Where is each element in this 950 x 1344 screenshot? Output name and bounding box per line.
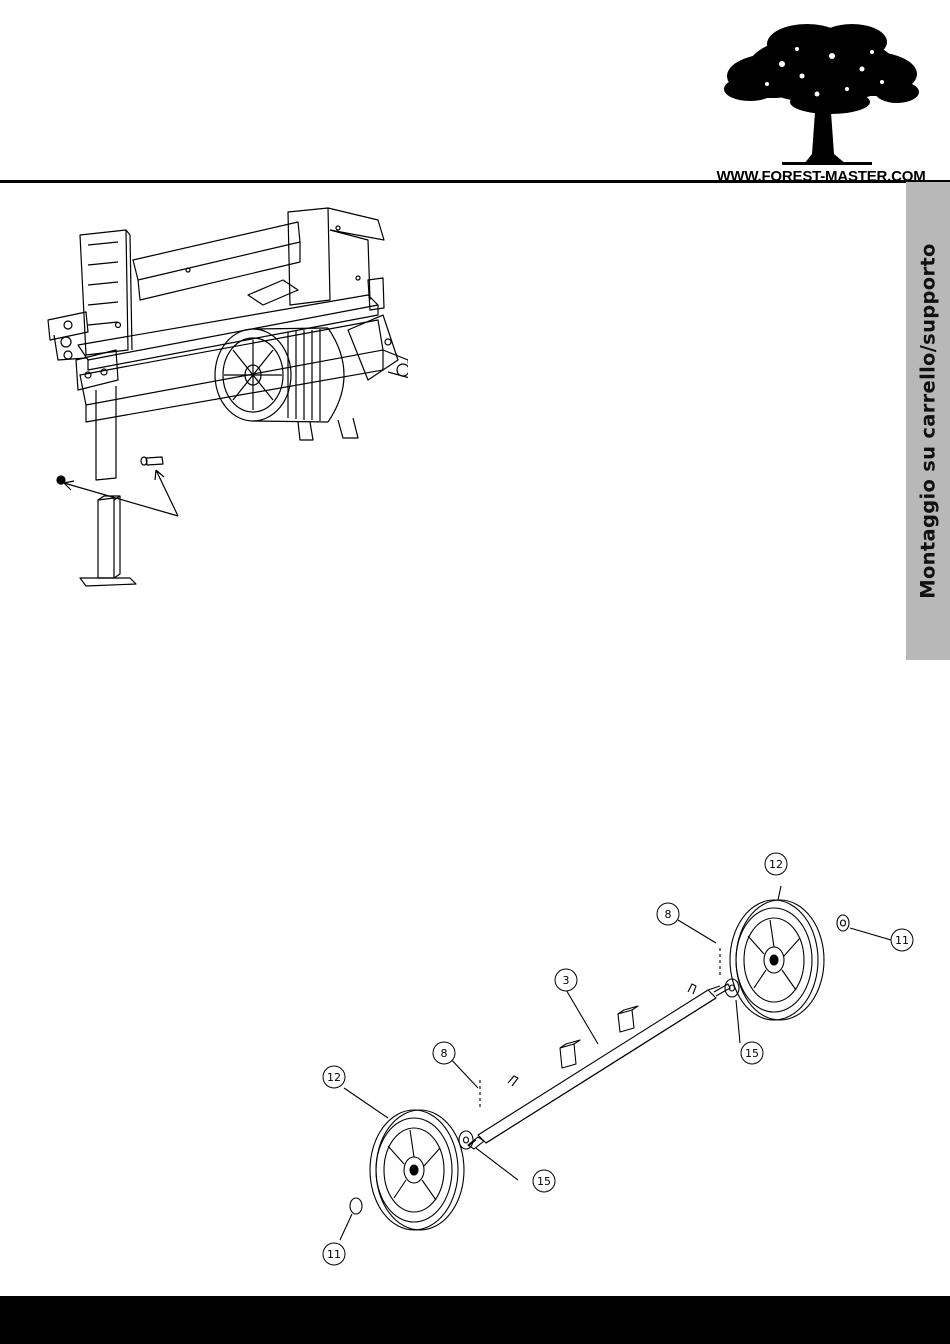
section-side-tab: Montaggio su carrello/supporto <box>906 182 950 660</box>
svg-text:11: 11 <box>895 934 909 947</box>
forest-master-logo: WWW.FOREST-MASTER.COM <box>712 14 930 184</box>
svg-text:15: 15 <box>537 1175 551 1188</box>
svg-text:8: 8 <box>665 908 672 921</box>
svg-text:12: 12 <box>327 1071 341 1084</box>
callout-spacer-right: 15 <box>741 1042 763 1064</box>
footer-bar <box>0 1296 950 1344</box>
callout-washer-left: 11 <box>323 1243 345 1265</box>
callout-spacer-left: 15 <box>533 1170 555 1192</box>
callout-wheel-right: 12 <box>765 853 787 875</box>
callout-axle: 3 <box>555 969 577 991</box>
callout-wheel-left: 12 <box>323 1066 345 1088</box>
svg-text:11: 11 <box>327 1248 341 1261</box>
svg-text:8: 8 <box>441 1047 448 1060</box>
log-splitter-figure <box>38 200 408 595</box>
section-title: Montaggio su carrello/supporto <box>917 243 940 598</box>
svg-text:12: 12 <box>769 858 783 871</box>
svg-text:3: 3 <box>563 974 570 987</box>
callout-washer-right: 11 <box>891 929 913 951</box>
callout-pin-left: 8 <box>433 1042 455 1064</box>
callout-pin-right: 8 <box>657 903 679 925</box>
svg-text:15: 15 <box>745 1047 759 1060</box>
callout-layer: 12 8 11 3 15 8 12 15 <box>318 848 918 1278</box>
tree-logo-icon <box>712 14 930 166</box>
header-rule <box>0 180 950 183</box>
wheel-assembly-figure: 12 8 11 3 15 8 12 15 <box>318 848 918 1278</box>
log-splitter-drawing <box>38 200 408 595</box>
